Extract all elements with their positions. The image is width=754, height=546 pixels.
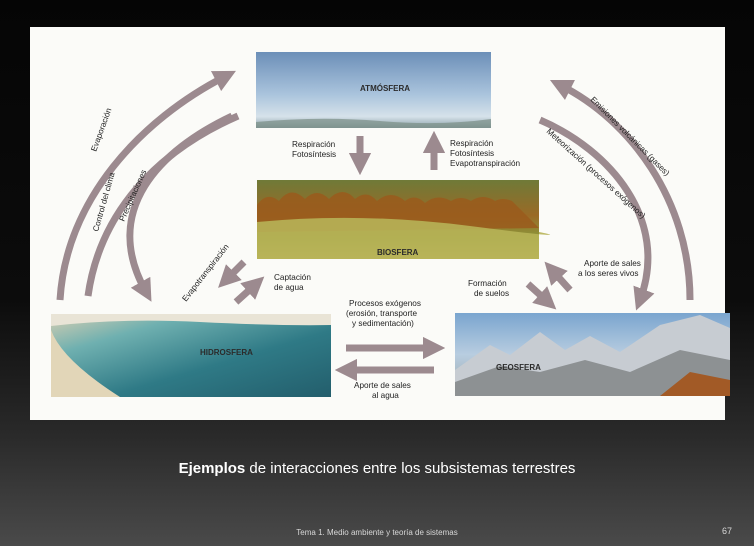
procesos-exogenos-label: Procesos exógenos (erosión, transporte y… xyxy=(346,299,423,328)
biosfera-label: BIOSFERA xyxy=(377,248,419,257)
evapotranspiracion-arrow xyxy=(218,259,247,288)
atmosfera-image: ATMÓSFERA xyxy=(256,52,491,128)
aporte-sales-seres-arrow xyxy=(544,261,573,293)
page-number: 67 xyxy=(721,526,732,536)
respiracion-down-line1: Respiración xyxy=(292,140,336,149)
respiracion-down-line2: Fotosíntesis xyxy=(292,150,336,159)
respiracion-down-label: Respiración Fotosíntesis xyxy=(292,140,338,159)
procesos-exogenos-line3: y sedimentación) xyxy=(352,319,414,328)
geosfera-label: GEOSFERA xyxy=(496,363,541,372)
captacion-arrow xyxy=(233,276,265,305)
geosfera-image: GEOSFERA xyxy=(455,313,730,396)
aporte-sales-seres-line2: a los seres vivos xyxy=(578,269,639,278)
aporte-sales-agua-label: Aporte de sales al agua xyxy=(354,381,413,400)
captacion-line2: de agua xyxy=(274,283,304,292)
hidrosfera-image: HIDROSFERA xyxy=(51,314,331,397)
formacion-suelos-arrow xyxy=(525,281,557,310)
respiracion-up-line3: Evapotranspiración xyxy=(450,159,521,168)
formacion-suelos-line2: de suelos xyxy=(474,289,509,298)
precipitaciones-arrow xyxy=(126,112,234,302)
evaporacion-arrow xyxy=(56,70,236,301)
caption-bold: Ejemplos xyxy=(178,460,246,477)
slide-caption: Ejemplos de interacciones entre los subs… xyxy=(0,460,754,477)
formacion-suelos-label: Formación de suelos xyxy=(468,279,509,298)
procesos-exogenos-line1: Procesos exógenos xyxy=(349,299,421,308)
aporte-sales-agua-line2: al agua xyxy=(372,391,399,400)
meteorizacion-arrow xyxy=(538,116,655,311)
aporte-sales-seres-label: Aporte de sales a los seres vivos xyxy=(578,259,643,278)
procesos-exogenos-line2: (erosión, transporte xyxy=(346,309,417,318)
respiracion-up-label: Respiración Fotosíntesis Evapotranspirac… xyxy=(450,139,521,168)
aporte-sales-seres-line1: Aporte de sales xyxy=(584,259,641,268)
evapotranspiracion-label: Evapotranspiración xyxy=(180,242,231,303)
respiracion-up-line2: Fotosíntesis xyxy=(450,149,494,158)
slide-footer: Tema 1. Medio ambiente y teoría de siste… xyxy=(296,528,458,537)
biosfera-image: BIOSFERA xyxy=(257,180,551,259)
captacion-label: Captación de agua xyxy=(274,273,313,292)
hidrosfera-label: HIDROSFERA xyxy=(200,348,253,357)
emisiones-arrow xyxy=(549,79,694,301)
emisiones-label: Emisiones volcánicas (gases) xyxy=(589,95,672,178)
formacion-suelos-line1: Formación xyxy=(468,279,507,288)
captacion-line1: Captación xyxy=(274,273,311,282)
atmosfera-label: ATMÓSFERA xyxy=(360,84,410,93)
evaporacion-label: Evaporación xyxy=(89,106,113,152)
respiracion-up-line1: Respiración xyxy=(450,139,494,148)
control-clima-arc xyxy=(84,112,240,297)
aporte-sales-agua-line1: Aporte de sales xyxy=(354,381,411,390)
caption-rest: de interacciones entre los subsistemas t… xyxy=(245,460,576,477)
